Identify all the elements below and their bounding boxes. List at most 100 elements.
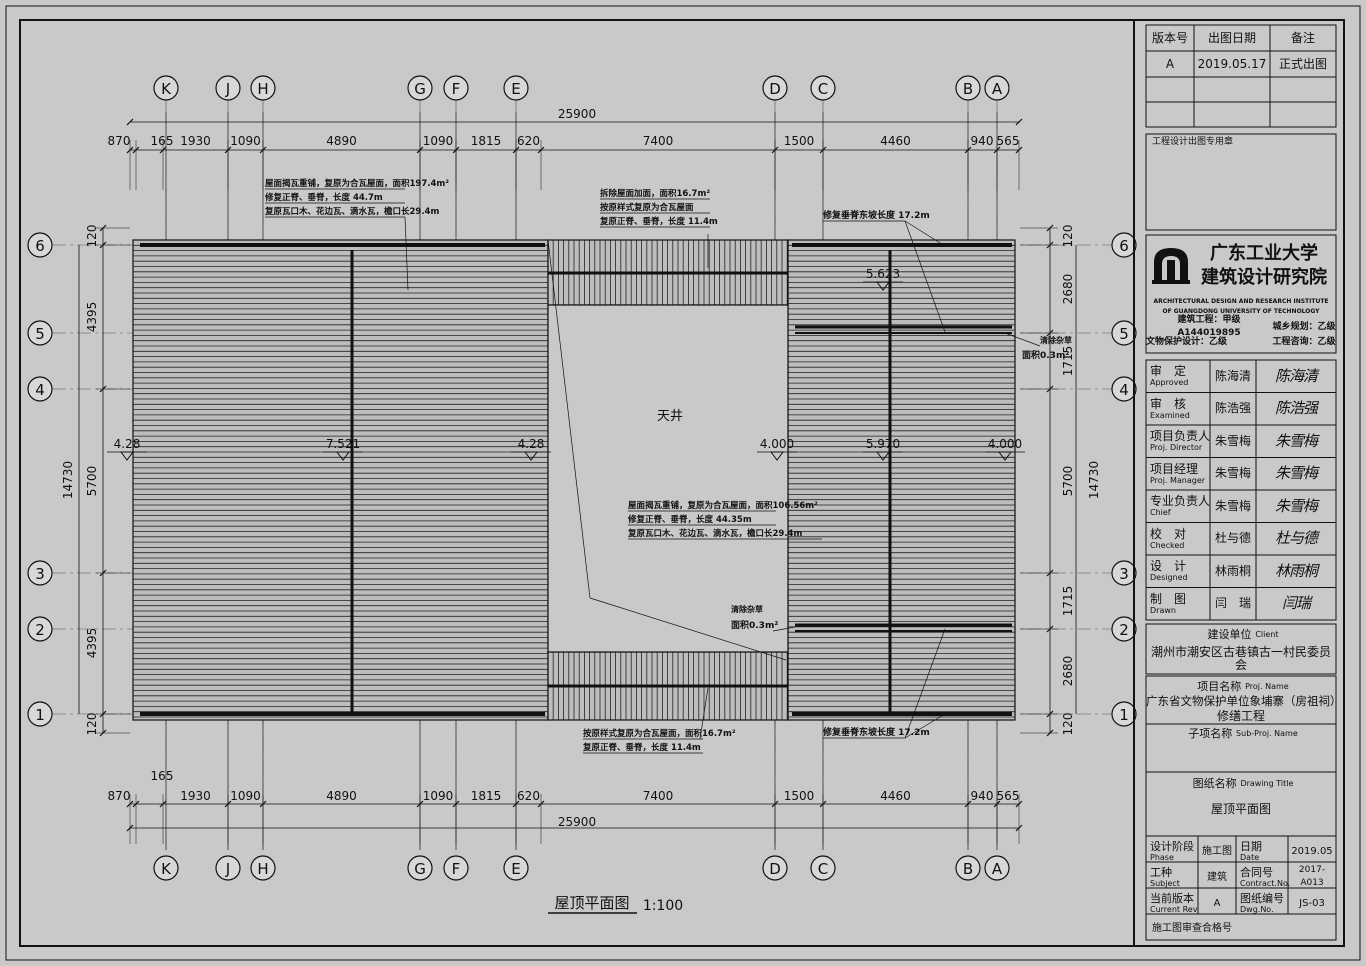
subject-label-cn: 工种 [1150,866,1172,879]
drain-top-leader [1004,332,1041,347]
bottom-dim-3: 1090 [230,789,261,803]
axis-label-bottom-G: G [414,860,426,878]
top_corridor-line-0: 拆除屋面加面，面积16.7m² [600,188,710,199]
left-dim-2: 5700 [85,466,99,497]
signer-role-en: Approved [1150,378,1189,387]
elevation-label-5: 4.000 [988,437,1022,451]
contract-value: 2017-A013 [1298,865,1326,888]
rev-date: 2019.05.17 [1197,56,1267,71]
left-dim-0: 120 [85,225,99,248]
bottom-tick [126,824,134,832]
axis-bubble-bottom-F [443,855,469,881]
subproj-label-cn: 子项名称 [1188,726,1233,740]
top-dim-4: 4890 [326,134,357,148]
axis-bubble-left-2 [27,616,53,642]
top-dim-3: 1090 [230,134,261,148]
ridge-top-leader-1 [904,220,946,333]
top-tick [126,118,134,126]
bottom-dim-4: 4890 [326,789,357,803]
qualification-2b: 工程咨询：乙级 [1272,336,1336,347]
drawing-scale: 1:100 [643,898,683,914]
elevation-marker-5 [985,451,1025,461]
elevation-label-3: 4.000 [760,437,794,451]
signature-handwriting: 闫瑞 [1281,594,1311,612]
right_roof-line-2: 复原瓦口木、花边瓦、滴水瓦，檐口长29.4m [627,528,802,539]
drawing-title-label-cn: 图纸名称 [1192,776,1237,790]
axis-bubble-bottom-C [810,855,836,881]
axis-bubble-bottom-H [250,855,276,881]
top-dim-8: 7400 [643,134,674,148]
dwg-label-cn: 图纸编号 [1240,892,1284,905]
ridge-top-note: 修复垂脊东坡长度 17.2m [822,209,930,221]
signature-handwriting: 林雨桐 [1274,561,1318,580]
axis-label-top-D: D [769,80,781,98]
phase-label-cn: 设计阶段 [1150,840,1194,853]
drawing-title-value: 屋顶平面图 [1210,801,1271,816]
signer-role-cn: 审 核 [1150,396,1187,411]
client-label-cn: 建设单位 [1207,627,1252,641]
top-dim-12: 565 [997,134,1020,148]
axis-label-left-2: 2 [35,621,45,639]
axis-label-bottom-H: H [257,860,268,878]
drain-bottom-leader [772,626,796,632]
rev-header-date: 出图日期 [1207,30,1256,45]
top-dim-2: 1930 [180,134,211,148]
dwg-label-en: Dwg.No. [1240,905,1274,914]
axis-bubble-top-C [810,75,836,101]
axis-bubble-top-E [503,75,529,101]
axis-label-top-C: C [818,80,828,98]
axis-bubble-top-K [153,75,179,101]
rev-header-note: 备注 [1290,30,1315,45]
bottom-dim-5: 1090 [423,789,454,803]
left_roof-line-0: 屋面揭瓦重铺，复原为合瓦屋面，面积197.4m² [265,178,449,189]
top-dim-6: 1815 [471,134,502,148]
courtyard-diagonal-1 [547,239,591,599]
signer-role: 校 对 Checked [1146,523,1210,555]
review-label: 施工图审查合格号 [1152,922,1232,934]
bottom_corridor-line-1: 复原正脊、垂脊，长度 11.4m [582,742,701,753]
axis-bubble-top-G [407,75,433,101]
signer-role-cn: 校 对 [1150,526,1187,541]
bottom-tick [1015,824,1023,832]
elevation-label-1: 7.521 [326,437,360,451]
signer-role-cn: 设 计 [1150,559,1187,573]
left-dim-3: 4395 [85,628,99,659]
qualification-1a: 建筑工程：甲级A144019895 [1177,315,1241,338]
elevation-label-4: 5.970 [866,437,900,451]
signature-handwriting: 朱雪梅 [1274,496,1318,515]
phase-label-en: Phase [1150,853,1174,862]
right-dim-4: 1715 [1061,586,1075,617]
top-dim-0: 870 [108,134,131,148]
signer-role: 项目负责人 Proj. Director [1146,425,1210,457]
client-label-en: Client [1255,629,1279,639]
elevation-marker-6 [863,281,903,291]
elevation-marker-1 [323,451,363,461]
right-overall-dim: 14730 [1087,461,1101,499]
signer-role-en: Drawn [1150,605,1176,615]
axis-bubble-top-F [443,75,469,101]
stamp-box [1145,133,1337,231]
drawing-title-label-en: Drawing Title [1240,778,1294,788]
signer-role: 审 定 Approved [1146,360,1210,392]
left_roof-line-1: 修复正脊、垂脊，长度 44.7m [264,192,383,203]
elevation-marker-4 [863,451,903,461]
client-label: 建设单位 Client [1146,626,1336,642]
client-value: 潮州市潮安区古巷镇古一村民委员会 [1150,645,1331,672]
signature-handwriting: 杜与德 [1274,529,1318,547]
institute-name-cn-2: 建筑设计研究院 [1201,266,1327,288]
right-roof [787,239,1016,721]
date-label-en: Date [1240,853,1260,862]
client-box [1145,623,1337,675]
qualification-1b: 城乡规划：乙级 [1272,321,1336,332]
right-roof-outline [787,239,1016,721]
rev-note: 正式出图 [1278,56,1327,71]
top-dim-9: 1500 [784,134,815,148]
top-dim-10: 4460 [880,134,911,148]
bottom-overall-dim: 25900 [558,815,596,829]
ridge-top-leader-2 [904,220,946,247]
axis-bubble-bottom-E [503,855,529,881]
institute-name-cn-1: 广东工业大学 [1210,242,1318,264]
axis-bubble-top-A [984,75,1010,101]
axis-label-bottom-B: B [963,860,973,878]
